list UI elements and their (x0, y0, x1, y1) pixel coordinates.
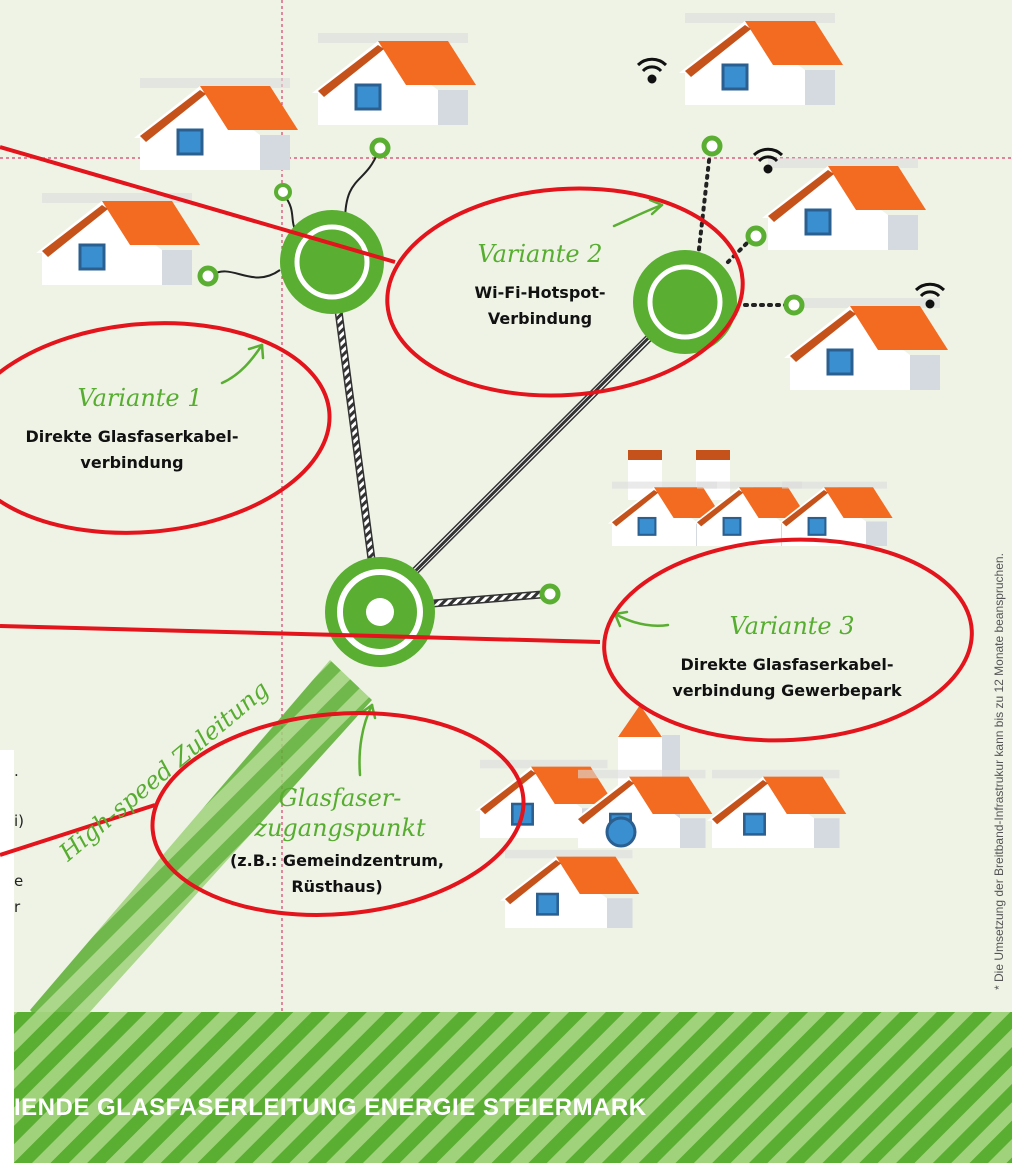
footer-banner-text: IENDE GLASFASERLEITUNG ENERGIE STEIERMAR… (14, 1094, 647, 1121)
variant-2-title: Variante 2 (477, 240, 602, 268)
variant-2-desc-line2: Verbindung (488, 309, 592, 328)
left-fragment: e (14, 872, 23, 890)
annotation-ellipses (0, 186, 974, 917)
wifi-icon (914, 282, 946, 309)
wifi-icon (636, 57, 668, 84)
variant-3-desc-line1: Direkte Glasfaserkabel- (680, 655, 893, 674)
access-point-title-line1: Glasfaser- (279, 784, 402, 812)
variant-1-desc-line2: verbindung (80, 453, 183, 472)
variant-3-title: Variante 3 (729, 612, 854, 640)
access-point-title-line2: zugangspunkt (253, 814, 426, 842)
pointer-arrows (220, 198, 670, 777)
wire-end-nodes (197, 137, 391, 287)
wifi-link-nodes (701, 135, 805, 316)
node-icon (280, 210, 384, 314)
access-point-desc-line2: Rüsthaus) (291, 877, 382, 896)
access-point-desc-line1: (z.B.: Gemeindzentrum, (230, 851, 444, 870)
factory-icon (606, 450, 894, 548)
left-fragment: . (14, 762, 19, 780)
fiber-cables (328, 258, 689, 612)
left-edge-panel (0, 750, 14, 1163)
node-icon (633, 250, 737, 354)
variant-3-desc-line2: verbindung Gewerbepark (672, 681, 902, 700)
footer-band (14, 1012, 1012, 1163)
side-note: * Die Umsetzung der Breitband-Infrastruk… (992, 553, 1006, 990)
variant-1-desc-line1: Direkte Glasfaserkabel- (25, 427, 238, 446)
cable-end-node (539, 583, 561, 605)
high-speed-feed-stripes (30, 660, 372, 1045)
node-icon (325, 557, 435, 667)
left-fragment: r (14, 898, 21, 916)
variant-1-title: Variante 1 (77, 384, 202, 412)
variant-2-desc-line1: Wi-Fi-Hotspot- (474, 283, 605, 302)
wifi-links (696, 150, 792, 307)
annotation-lines (0, 145, 601, 857)
wifi-icon (752, 147, 784, 174)
left-fragment: i) (14, 812, 24, 830)
church-body (571, 768, 714, 850)
